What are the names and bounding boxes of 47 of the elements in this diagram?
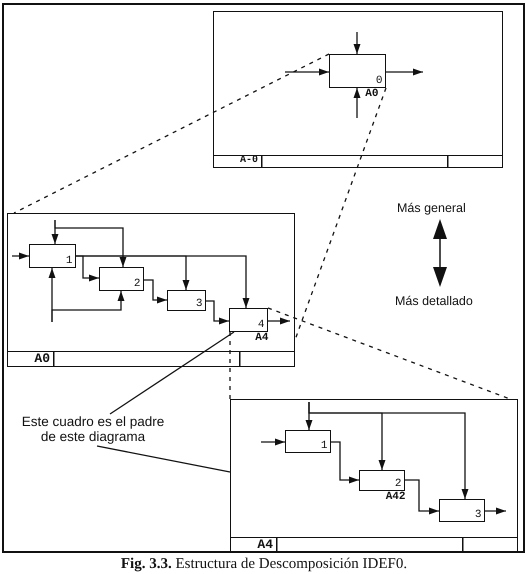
diagram-frame <box>213 11 503 168</box>
projection-line <box>294 88 387 340</box>
node-reference: A4 <box>255 332 268 344</box>
activity-box <box>166 290 206 310</box>
arrow <box>206 300 229 324</box>
arrow <box>354 32 360 54</box>
diagram-frame <box>7 213 295 367</box>
arrow <box>54 220 126 267</box>
arrow <box>405 479 439 514</box>
box-number: 4 <box>258 320 264 330</box>
annotation-text: Este cuadro es el padre de este diagrama <box>14 414 172 446</box>
arrow <box>386 68 423 76</box>
activity-box <box>284 430 330 452</box>
box-number: 0 <box>376 76 382 86</box>
activity-box <box>98 266 144 290</box>
arrow <box>485 508 506 514</box>
arrow <box>261 438 285 446</box>
box-number: 3 <box>196 298 202 310</box>
box-number: 1 <box>320 440 328 452</box>
diagram-number: A0 <box>34 352 50 366</box>
arrow <box>144 279 167 304</box>
activity-box <box>358 470 404 490</box>
node-reference: A0 <box>365 88 378 100</box>
arrow <box>268 318 290 324</box>
arrow <box>308 402 468 499</box>
activity-box <box>328 54 386 88</box>
node-reference: A42 <box>386 492 406 502</box>
label-text: Más general <box>397 201 466 215</box>
arrow <box>331 441 359 484</box>
box-number: 3 <box>474 510 482 520</box>
box-number: 1 <box>66 256 72 266</box>
label-text: Más detallado <box>395 294 473 308</box>
box-number: 2 <box>134 278 140 290</box>
activity-box <box>438 498 484 522</box>
box-number: 2 <box>394 478 402 490</box>
projection-line <box>229 332 231 399</box>
arrow <box>51 291 124 322</box>
leader-line <box>96 445 230 473</box>
diagram-number: A4 <box>257 538 273 552</box>
arrow <box>12 252 29 260</box>
activity-box <box>28 244 76 268</box>
diagram-frame <box>230 399 518 553</box>
arrow <box>285 68 329 76</box>
arrow <box>354 88 360 118</box>
activity-box <box>228 308 268 332</box>
figure-caption: Fig. 3.3. Estructura de Descomposición IDEF0. <box>120 556 408 572</box>
arrow <box>76 255 250 308</box>
